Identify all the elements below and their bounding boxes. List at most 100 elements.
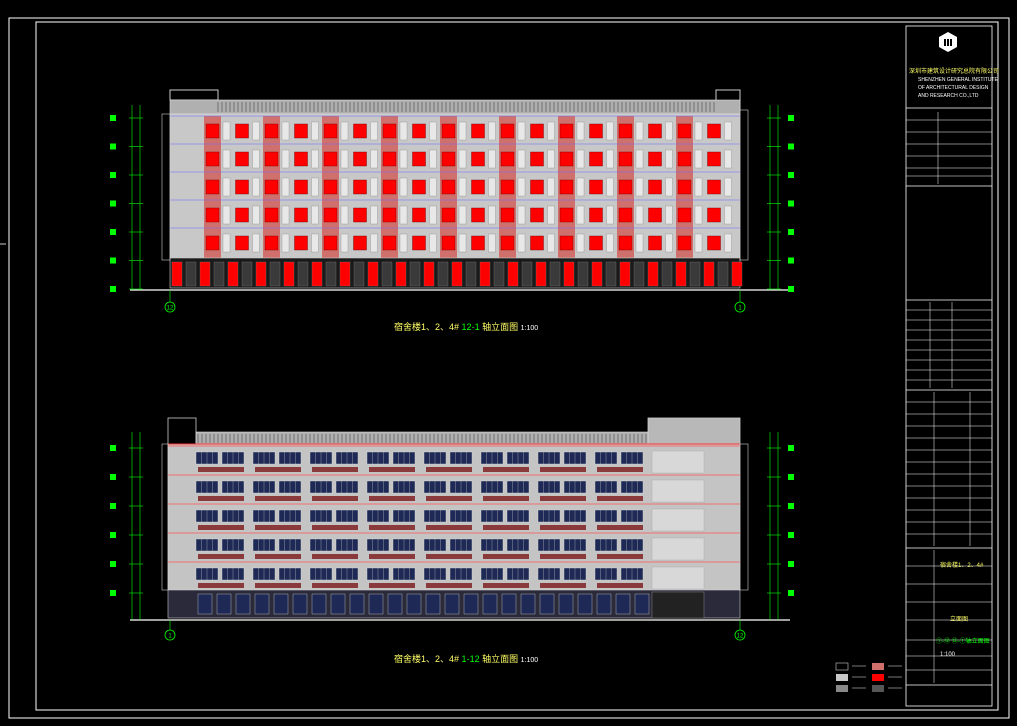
window [264, 235, 279, 251]
upper-left-dimension-chain [110, 105, 143, 292]
shopfront-panel [689, 261, 701, 287]
window [707, 151, 721, 167]
balcony-rail [369, 496, 415, 501]
window [441, 235, 456, 251]
window [382, 235, 397, 251]
window-pane [635, 121, 644, 141]
window [323, 151, 338, 167]
window-pane [694, 121, 703, 141]
balcony-rail [312, 467, 358, 472]
ground-window [311, 593, 327, 615]
window-pane [606, 121, 614, 141]
level-marker [110, 200, 116, 207]
shopfront-panel [269, 261, 281, 287]
balcony-rail [597, 525, 643, 530]
level-marker [788, 172, 794, 178]
window-pane [399, 205, 408, 225]
shopfront-panel [521, 261, 533, 287]
inner-frame [35, 21, 999, 711]
window [618, 123, 633, 139]
window [294, 207, 308, 223]
window-pane [222, 121, 231, 141]
window [530, 123, 544, 139]
window [589, 179, 603, 195]
window [323, 123, 338, 139]
ground-window [596, 593, 612, 615]
upper-title-axis-from: 12 [461, 322, 472, 332]
window-pane [517, 205, 526, 225]
shopfront-panel [255, 261, 267, 287]
window [707, 123, 721, 139]
window-pane [252, 121, 260, 141]
window-pane [635, 205, 644, 225]
balcony-rail [540, 583, 586, 588]
window [500, 207, 515, 223]
company-name-cn: 深圳市建筑设计研究总院有限公司 [909, 69, 1000, 75]
balcony-rail [312, 525, 358, 530]
window-pane [311, 121, 319, 141]
lower-title-suffix: 轴立面图 [482, 654, 519, 664]
material-legend [835, 662, 902, 692]
window [559, 235, 574, 251]
window-pane [635, 233, 644, 253]
upper-elevation [130, 89, 790, 291]
lower-title-prefix: 宿舍楼1、2、4# [394, 654, 460, 664]
balcony-rail [426, 525, 472, 530]
lower-axis-right-label: 12 [737, 634, 744, 640]
window [500, 123, 515, 139]
balcony-rail [426, 496, 472, 501]
window-pane [370, 233, 378, 253]
window-pane [222, 149, 231, 169]
level-marker [788, 257, 794, 264]
level-marker [788, 229, 794, 235]
ground-window [216, 593, 232, 615]
window-pane [694, 149, 703, 169]
ground-window [330, 593, 346, 615]
balcony-rail [483, 554, 529, 559]
window [264, 123, 279, 139]
window [530, 179, 544, 195]
window-pane [458, 233, 467, 253]
window-pane [488, 205, 496, 225]
window-pane [665, 233, 673, 253]
ground-window [197, 593, 213, 615]
window [235, 123, 249, 139]
window-pane [340, 149, 349, 169]
window-pane [547, 149, 555, 169]
window [441, 179, 456, 195]
window-pane [311, 233, 319, 253]
shopfront-panel [185, 261, 197, 287]
shopfront-panel [493, 261, 505, 287]
shopfront-panel [311, 261, 323, 287]
window-pane [311, 177, 319, 197]
window-pane [517, 177, 526, 197]
window-pane [340, 121, 349, 141]
project-name: 宿舍楼1、2、4# [940, 563, 984, 569]
balcony-rail [597, 496, 643, 501]
window-pane [429, 177, 437, 197]
window [294, 235, 308, 251]
window [235, 179, 249, 195]
ground-window [577, 593, 593, 615]
shopfront-panel [353, 261, 365, 287]
lower-title-scale: 1:100 [520, 657, 539, 664]
ground-window [463, 593, 479, 615]
outer-frame [8, 17, 1010, 719]
balcony-rail [369, 525, 415, 530]
window-pane [517, 121, 526, 141]
ground-window [615, 593, 631, 615]
window-pane [635, 177, 644, 197]
stair-glazing [651, 508, 705, 532]
level-marker [788, 561, 794, 567]
window-pane [429, 121, 437, 141]
balcony-rail [198, 525, 244, 530]
level-marker [110, 115, 116, 121]
level-marker [110, 561, 116, 567]
company-name-en-1: SHENZHEN GENERAL INSTITUTE [918, 77, 998, 83]
level-marker [110, 143, 116, 150]
window [559, 123, 574, 139]
level-marker [788, 532, 794, 538]
window-pane [665, 149, 673, 169]
shopfront-panel [563, 261, 575, 287]
stair-glazing [651, 566, 705, 590]
